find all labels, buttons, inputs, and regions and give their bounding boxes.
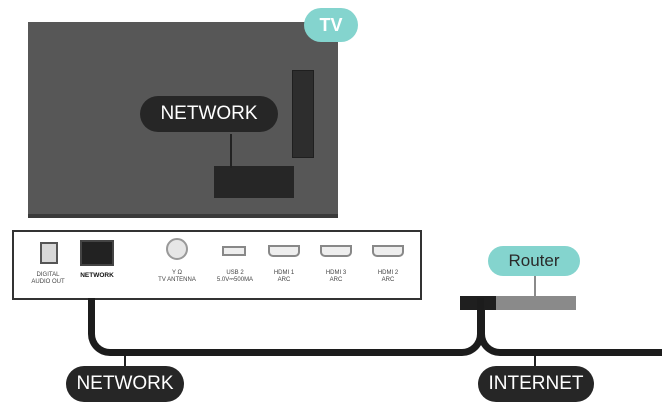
optical-port-icon xyxy=(40,242,58,264)
router-label: Router xyxy=(488,246,580,276)
tv-side-bar xyxy=(292,70,314,158)
port-label-hdmi1: HDMI 1 ARC xyxy=(273,270,295,283)
port-label-hdmi2: HDMI 2 ARC xyxy=(377,270,399,283)
hdmi-port-icon xyxy=(320,245,352,257)
tv-network-port-area xyxy=(214,166,294,198)
tv-callout-leader xyxy=(230,134,232,168)
tv-network-callout: NETWORK xyxy=(140,96,278,132)
port-label-hdmi3: HDMI 3 ARC xyxy=(325,270,347,283)
router-body xyxy=(496,296,576,310)
port-label-digital-audio: DIGITAL AUDIO OUT xyxy=(31,272,65,285)
internet-cable xyxy=(478,310,662,356)
hdmi-port-icon xyxy=(268,245,300,257)
usb-port-icon xyxy=(222,246,246,256)
antenna-port-icon xyxy=(166,238,188,260)
router-callout-leader xyxy=(534,266,536,296)
connector-panel: DIGITAL AUDIO OUT NETWORK Y Ω TV ANTENNA… xyxy=(12,230,422,300)
port-label-usb: USB 2 5.0V⎓500mA xyxy=(216,270,254,283)
port-label-network: NETWORK xyxy=(80,272,114,279)
network-cable-label: NETWORK xyxy=(66,366,184,402)
hdmi-port-icon xyxy=(372,245,404,257)
ethernet-port-icon xyxy=(80,240,114,266)
port-label-antenna: Y Ω TV ANTENNA xyxy=(158,270,196,283)
internet-cable-label: INTERNET xyxy=(478,366,594,402)
tv-badge: TV xyxy=(304,8,358,42)
network-cable xyxy=(88,298,484,356)
